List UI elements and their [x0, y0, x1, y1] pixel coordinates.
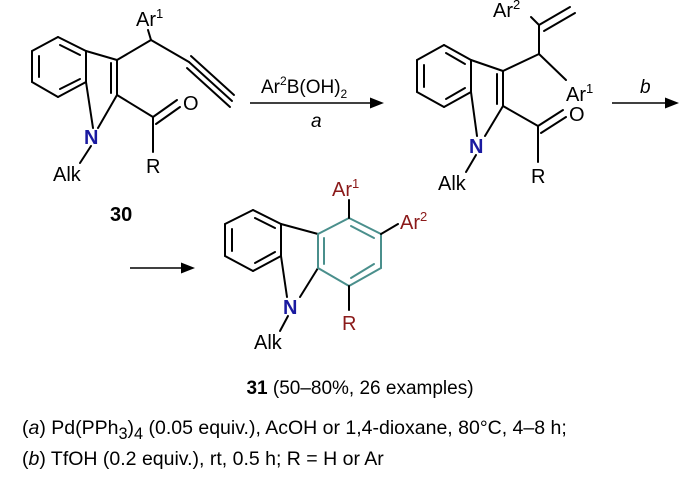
subscript: 3	[118, 424, 128, 443]
intermediate	[416, 6, 576, 173]
condition-a-details: (0.05 equiv.), AcOH or 1,4-dioxane, 80°C…	[143, 417, 567, 439]
condition-b-details: TfOH (0.2 equiv.), rt, 0.5 h; R = H or A…	[45, 448, 384, 470]
ar2-label: Ar2	[493, 0, 520, 22]
ar1-label: Ar1	[566, 81, 593, 106]
alk-label: Alk	[53, 164, 82, 186]
compound-number-30: 30	[110, 204, 132, 226]
condition-a-catalyst: Pd(PPh	[51, 417, 119, 439]
condition-a-label: a	[28, 417, 40, 439]
compound-30	[31, 29, 235, 164]
ar2-label: Ar2	[400, 209, 427, 234]
ar1-label: Ar1	[136, 6, 163, 31]
r-label: R	[146, 156, 160, 178]
alk-label: Alk	[254, 332, 283, 354]
compound-31	[224, 199, 399, 332]
reagent-label: Ar2B(OH)2	[261, 74, 348, 101]
arrow-a-label: a	[311, 111, 322, 132]
yield-text: (50–80%, 26 examples)	[267, 378, 474, 399]
condition-b-label: b	[28, 448, 40, 470]
compound-31-labels: Ar1 Ar2 N Alk R	[254, 176, 427, 354]
oxygen-label: O	[569, 104, 585, 126]
arrow-b: b	[612, 77, 679, 109]
subscript: 4	[134, 424, 144, 443]
condition-a: (a) Pd(PPh3)4 (0.05 equiv.), AcOH or 1,4…	[22, 417, 567, 443]
arrow-a: Ar2B(OH)2 a	[250, 74, 384, 132]
nitrogen-label: N	[84, 127, 98, 149]
r-label: R	[342, 313, 356, 335]
r-label: R	[531, 166, 545, 188]
condition-b: (b) TfOH (0.2 equiv.), rt, 0.5 h; R = H …	[22, 448, 384, 470]
compound-number-31: 31	[246, 378, 268, 399]
nitrogen-label: N	[469, 136, 483, 158]
nitrogen-label: N	[283, 297, 297, 319]
arrow-continue	[130, 262, 195, 274]
compound-31-caption: 31 (50–80%, 26 examples)	[210, 378, 510, 400]
arrow-b-label: b	[640, 77, 651, 98]
compound-30-labels: Ar1 N Alk O R 30	[53, 6, 199, 226]
intermediate-labels: Ar2 Ar1 N Alk O R	[438, 0, 593, 195]
ar1-label: Ar1	[332, 176, 359, 201]
condition-a-paren: )	[127, 417, 135, 439]
alk-label: Alk	[438, 173, 467, 195]
oxygen-label: O	[183, 93, 199, 115]
